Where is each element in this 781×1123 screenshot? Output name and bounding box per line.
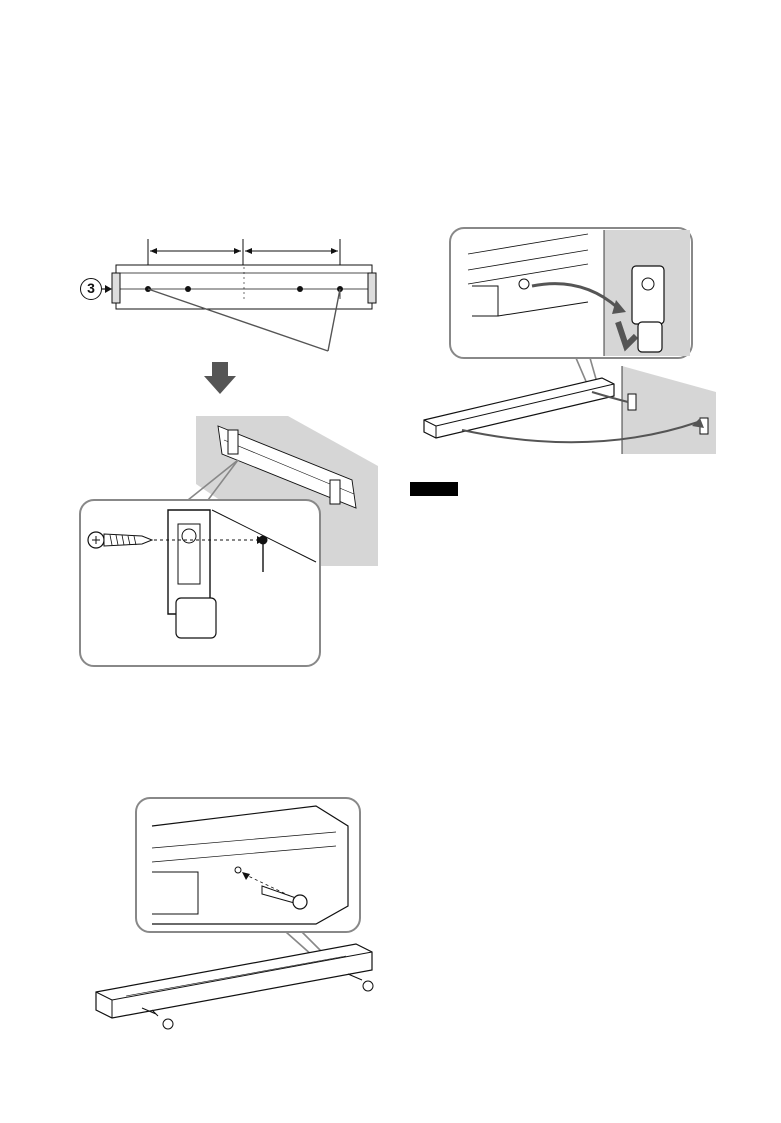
bar-screws-diagram xyxy=(86,796,386,1040)
bracket-wall-diagram xyxy=(78,414,378,670)
down-arrow-icon xyxy=(202,360,238,396)
hang-bar-diagram xyxy=(412,226,716,458)
note-badge xyxy=(410,482,458,496)
template-diagram xyxy=(60,225,400,365)
callout-number: 3 xyxy=(80,278,102,300)
